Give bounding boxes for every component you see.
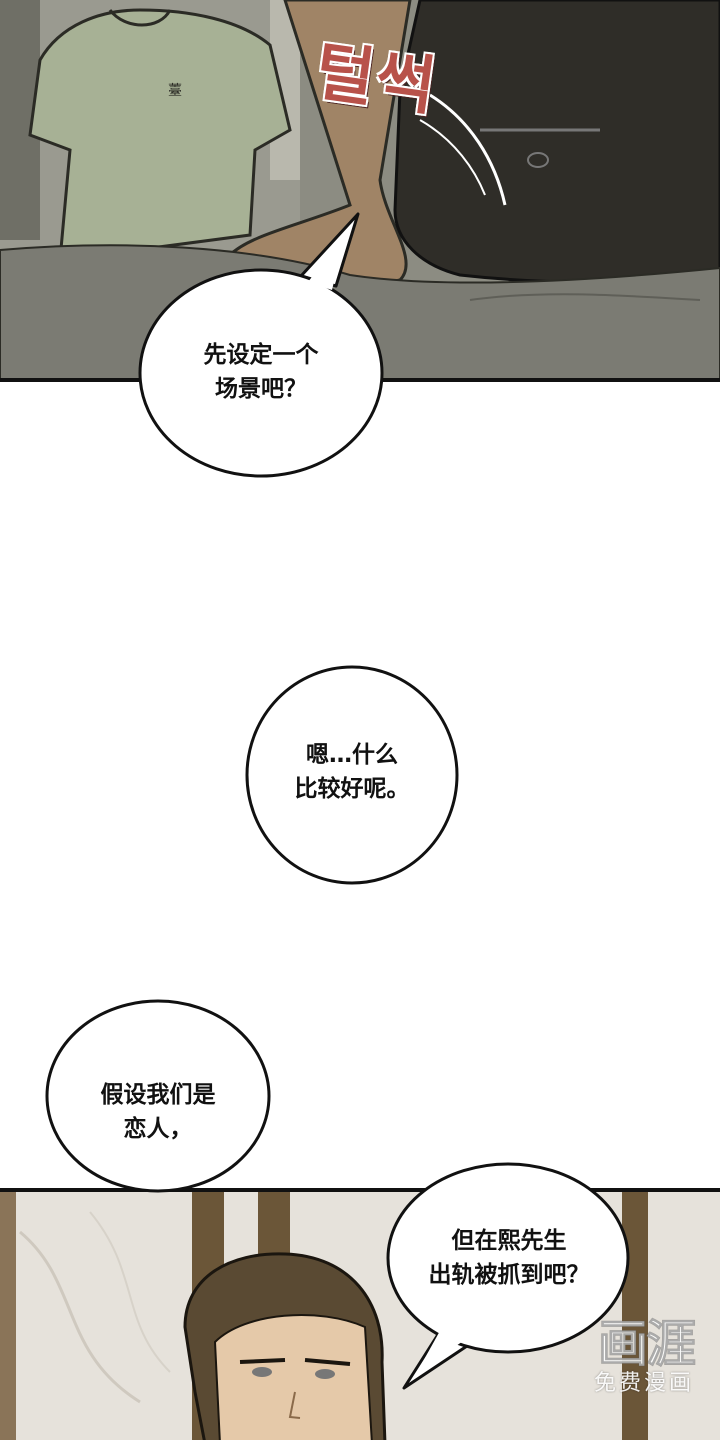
speech-bubble-3-text: 假设我们是 恋人， — [44, 1078, 272, 1146]
bubble-1-line-2: 场景吧？ — [215, 376, 307, 402]
bubble-1-line-1: 先设定一个 — [203, 342, 319, 368]
watermark: 画涯 免费漫画 — [593, 1315, 697, 1398]
bubble-4-line-1: 但在熙先生 — [451, 1228, 567, 1254]
speech-bubble-1: 先设定一个 场景吧？ — [136, 212, 386, 480]
speech-bubble-2: 嗯…什么 比较好呢。 — [244, 664, 460, 886]
speech-bubble-4: 但在熙先生 出轨被抓到吧？ — [384, 1160, 634, 1390]
bubble-2-line-1: 嗯…什么 — [306, 742, 398, 768]
sound-effect-text: 털썩 — [310, 33, 442, 126]
bubble-4-line-2: 出轨被抓到吧？ — [428, 1262, 590, 1288]
speech-bubble-3: 假设我们是 恋人， — [44, 998, 272, 1194]
speech-bubble-2-text: 嗯…什么 比较好呢。 — [244, 738, 460, 806]
svg-text:薹: 薹 — [168, 83, 182, 99]
bubble-3-line-2: 恋人， — [123, 1116, 193, 1142]
bubble-2-line-2: 比较好呢。 — [294, 776, 410, 802]
watermark-logo: 画涯 — [597, 1315, 696, 1373]
speech-bubble-4-text: 但在熙先生 出轨被抓到吧？ — [384, 1224, 634, 1292]
watermark-subtitle: 免费漫画 — [593, 1371, 694, 1396]
bubble-3-line-1: 假设我们是 — [100, 1082, 216, 1108]
speech-bubble-1-text: 先设定一个 场景吧？ — [136, 338, 386, 406]
